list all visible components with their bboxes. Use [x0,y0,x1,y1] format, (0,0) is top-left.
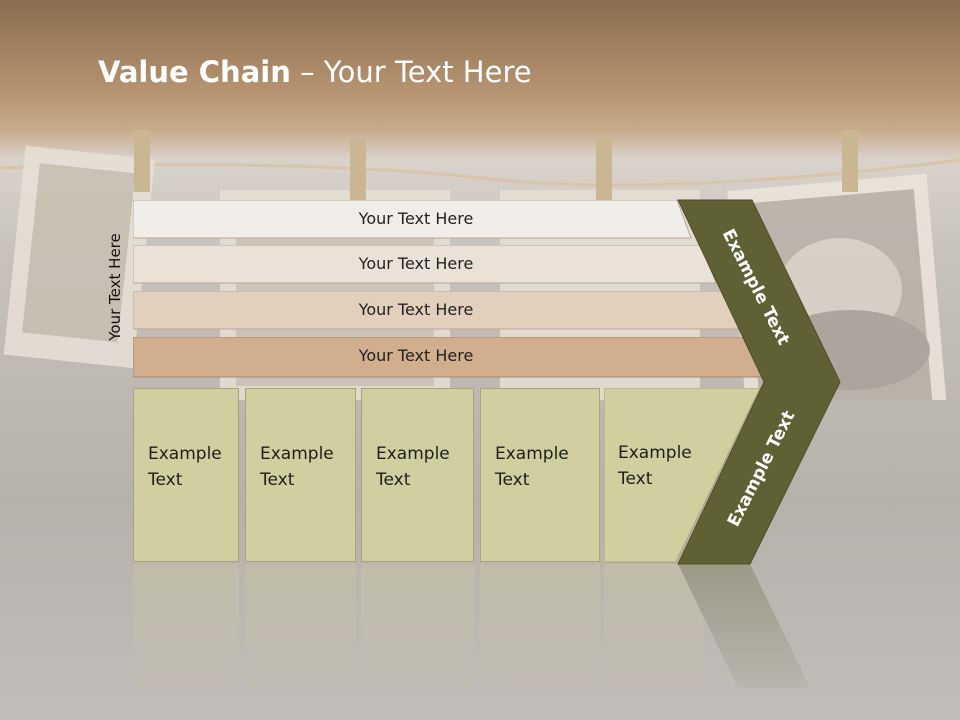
activity-column-2: Example Text [245,388,356,562]
title-bold: Value Chain [98,55,291,89]
activity-column-3-line2: Text [376,470,411,490]
support-bar-2-label: Your Text Here [358,254,474,273]
support-bar-4-label: Your Text Here [358,346,474,365]
activity-column-1-line2: Text [148,470,183,490]
title-rest: – Your Text Here [290,55,532,89]
activity-column-5-shape [604,388,761,563]
activity-column-3-line1: Example [376,444,450,464]
clothespin [134,130,150,192]
activity-column-5-line1: Example [618,443,692,463]
activity-column-1: Example Text [133,388,239,562]
activity-column-5-line2: Text [618,469,653,489]
activity-column-3: Example Text [361,388,474,562]
activity-column-2-line1: Example [260,444,334,464]
support-bar-3-label: Your Text Here [358,300,474,319]
activity-column-1-line1: Example [148,444,222,464]
activity-column-4-line2: Text [495,470,530,490]
activity-column-5: Example Text [604,388,692,562]
reflection [0,564,960,720]
support-bar-1-label: Your Text Here [358,209,474,228]
activity-column-4: Example Text [480,388,600,562]
slide-title: Value Chain – Your Text Here [98,55,532,89]
activity-column-4-line1: Example [495,444,569,464]
activity-column-2-line2: Text [260,470,295,490]
